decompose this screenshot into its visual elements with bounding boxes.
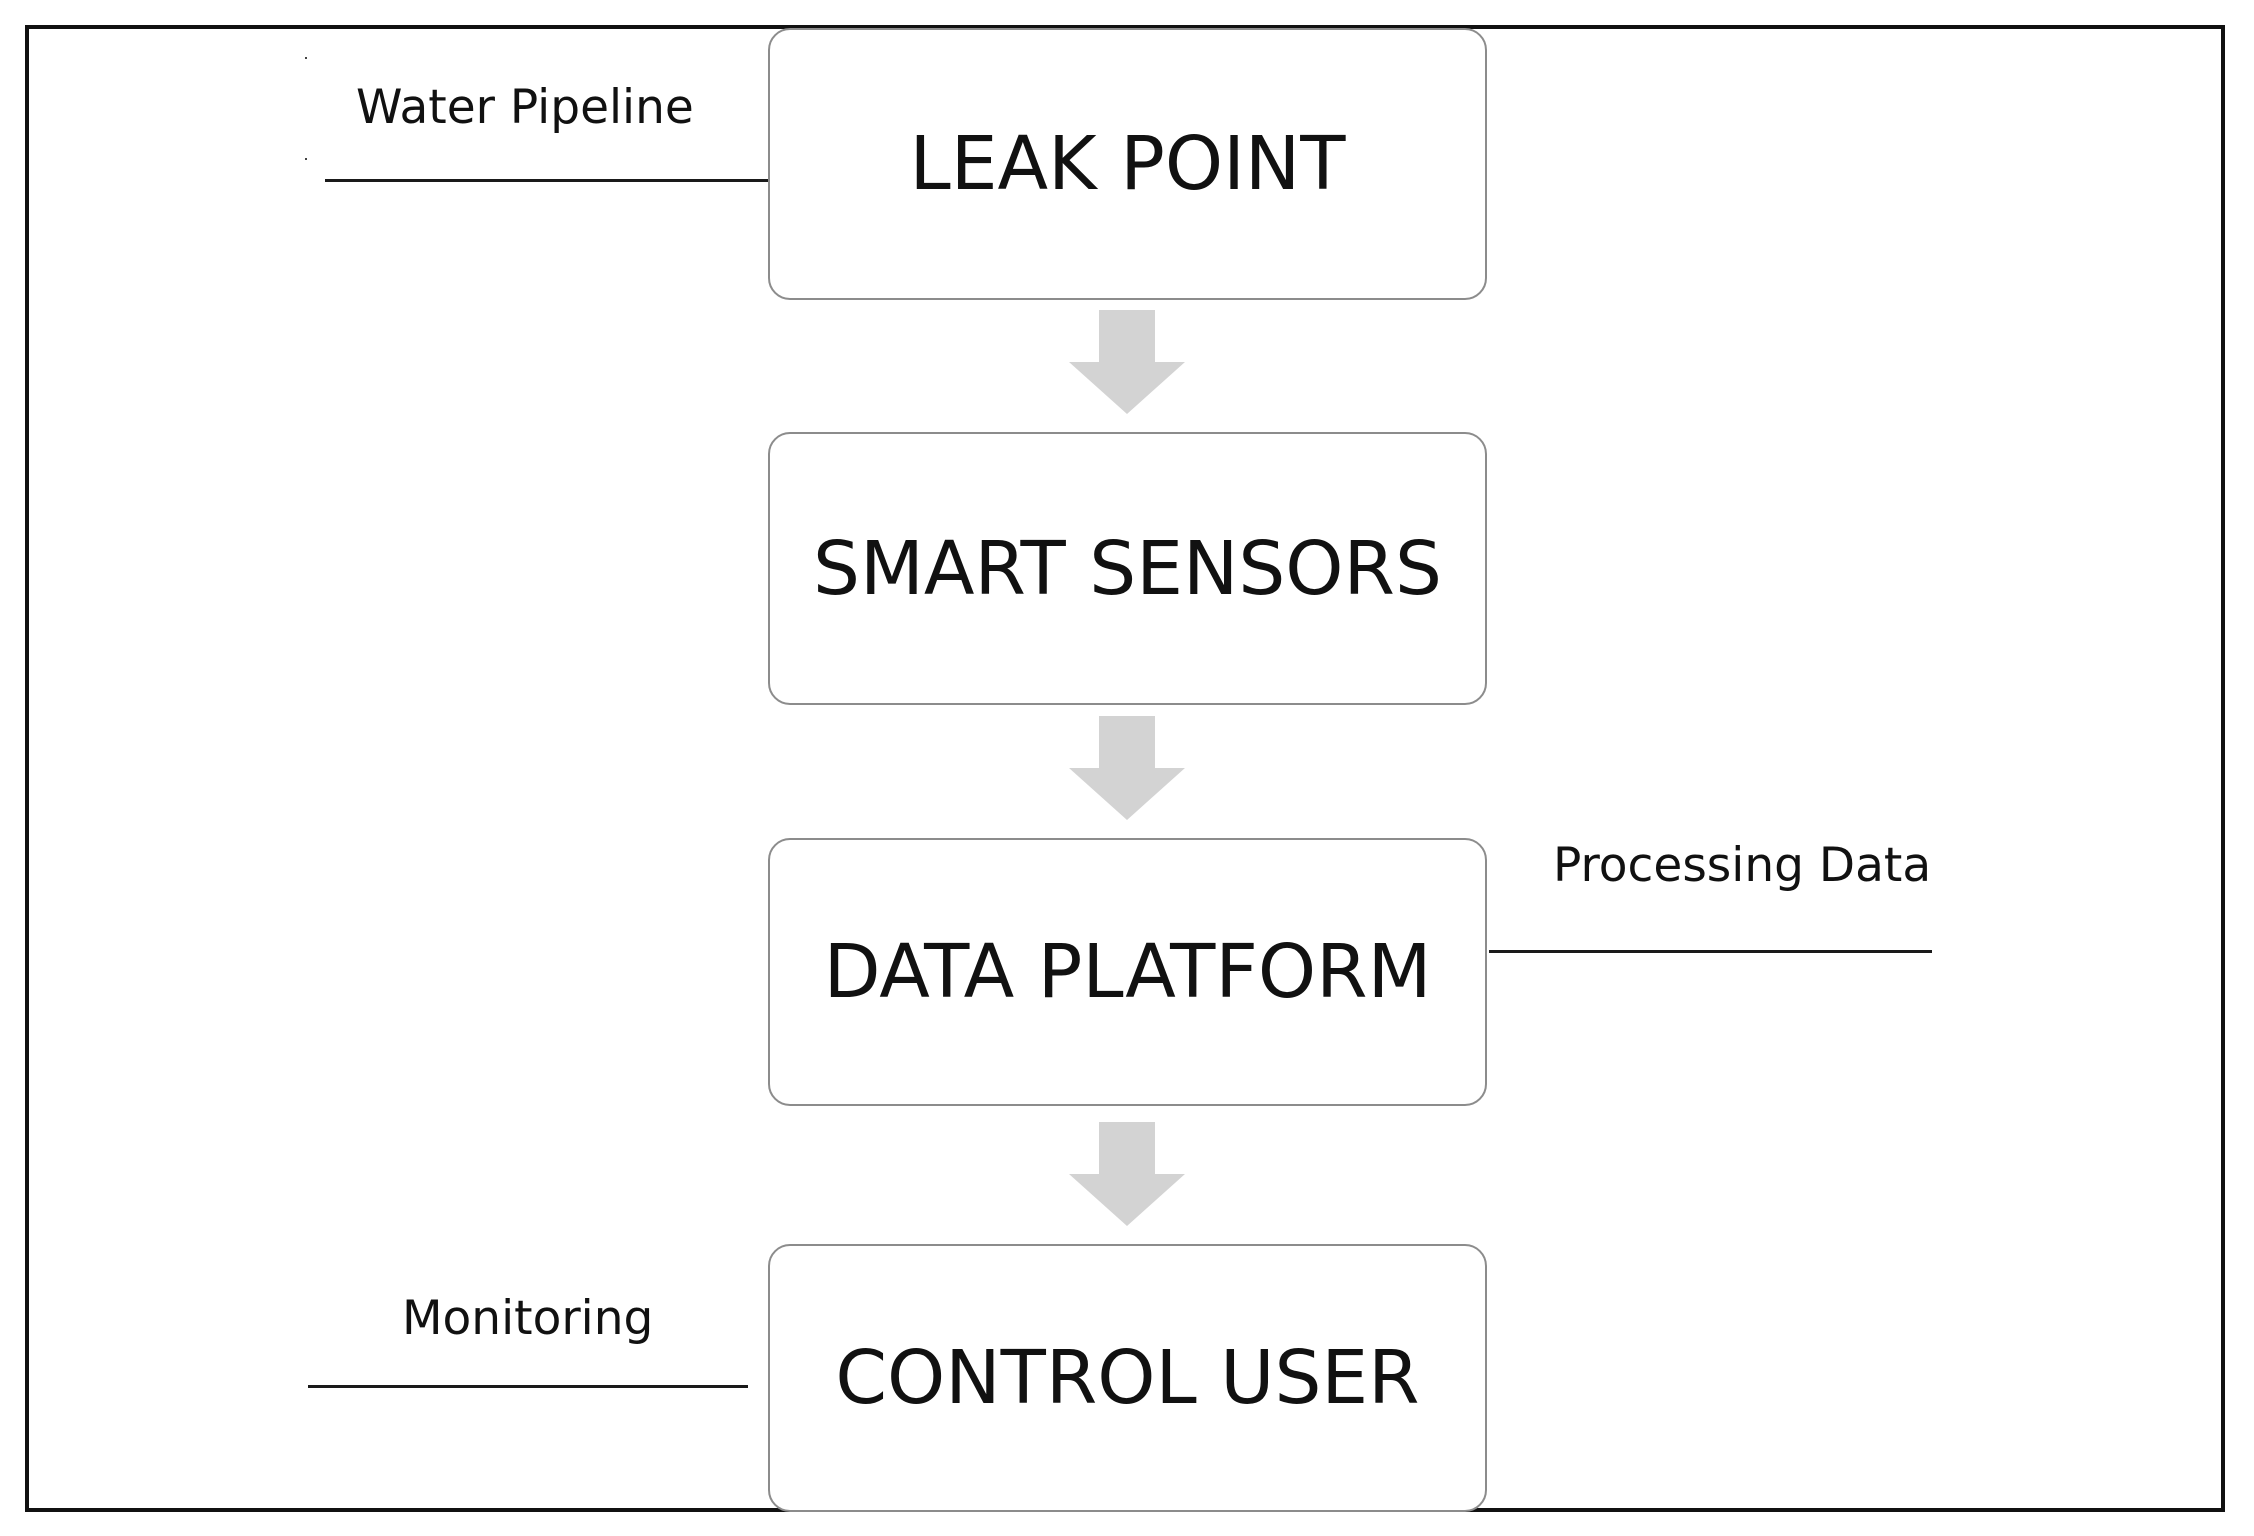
flow-arrow-down (1069, 310, 1185, 414)
flow-arrow-down (1069, 716, 1185, 820)
flow-arrow-down (1069, 1122, 1185, 1226)
node-data-platform: DATA PLATFORM (768, 838, 1487, 1106)
node-label: CONTROL USER (835, 1335, 1420, 1421)
node-smart-sensors: SMART SENSORS (768, 432, 1487, 705)
node-label: DATA PLATFORM (823, 929, 1432, 1015)
node-control-user: CONTROL USER (768, 1244, 1487, 1512)
node-label: SMART SENSORS (813, 525, 1442, 612)
speck-mark (305, 158, 307, 160)
annotation-connector-line (308, 1385, 748, 1388)
speck-mark (305, 57, 307, 59)
annotation-connector-line (325, 179, 768, 182)
annotation-processing-data: Processing Data (1553, 838, 1932, 893)
annotation-water-pipeline: Water Pipeline (356, 80, 694, 135)
node-label: LEAK POINT (909, 121, 1346, 207)
node-leak-point: LEAK POINT (768, 28, 1487, 300)
annotation-connector-line (1489, 950, 1932, 953)
annotation-monitoring: Monitoring (402, 1291, 654, 1346)
